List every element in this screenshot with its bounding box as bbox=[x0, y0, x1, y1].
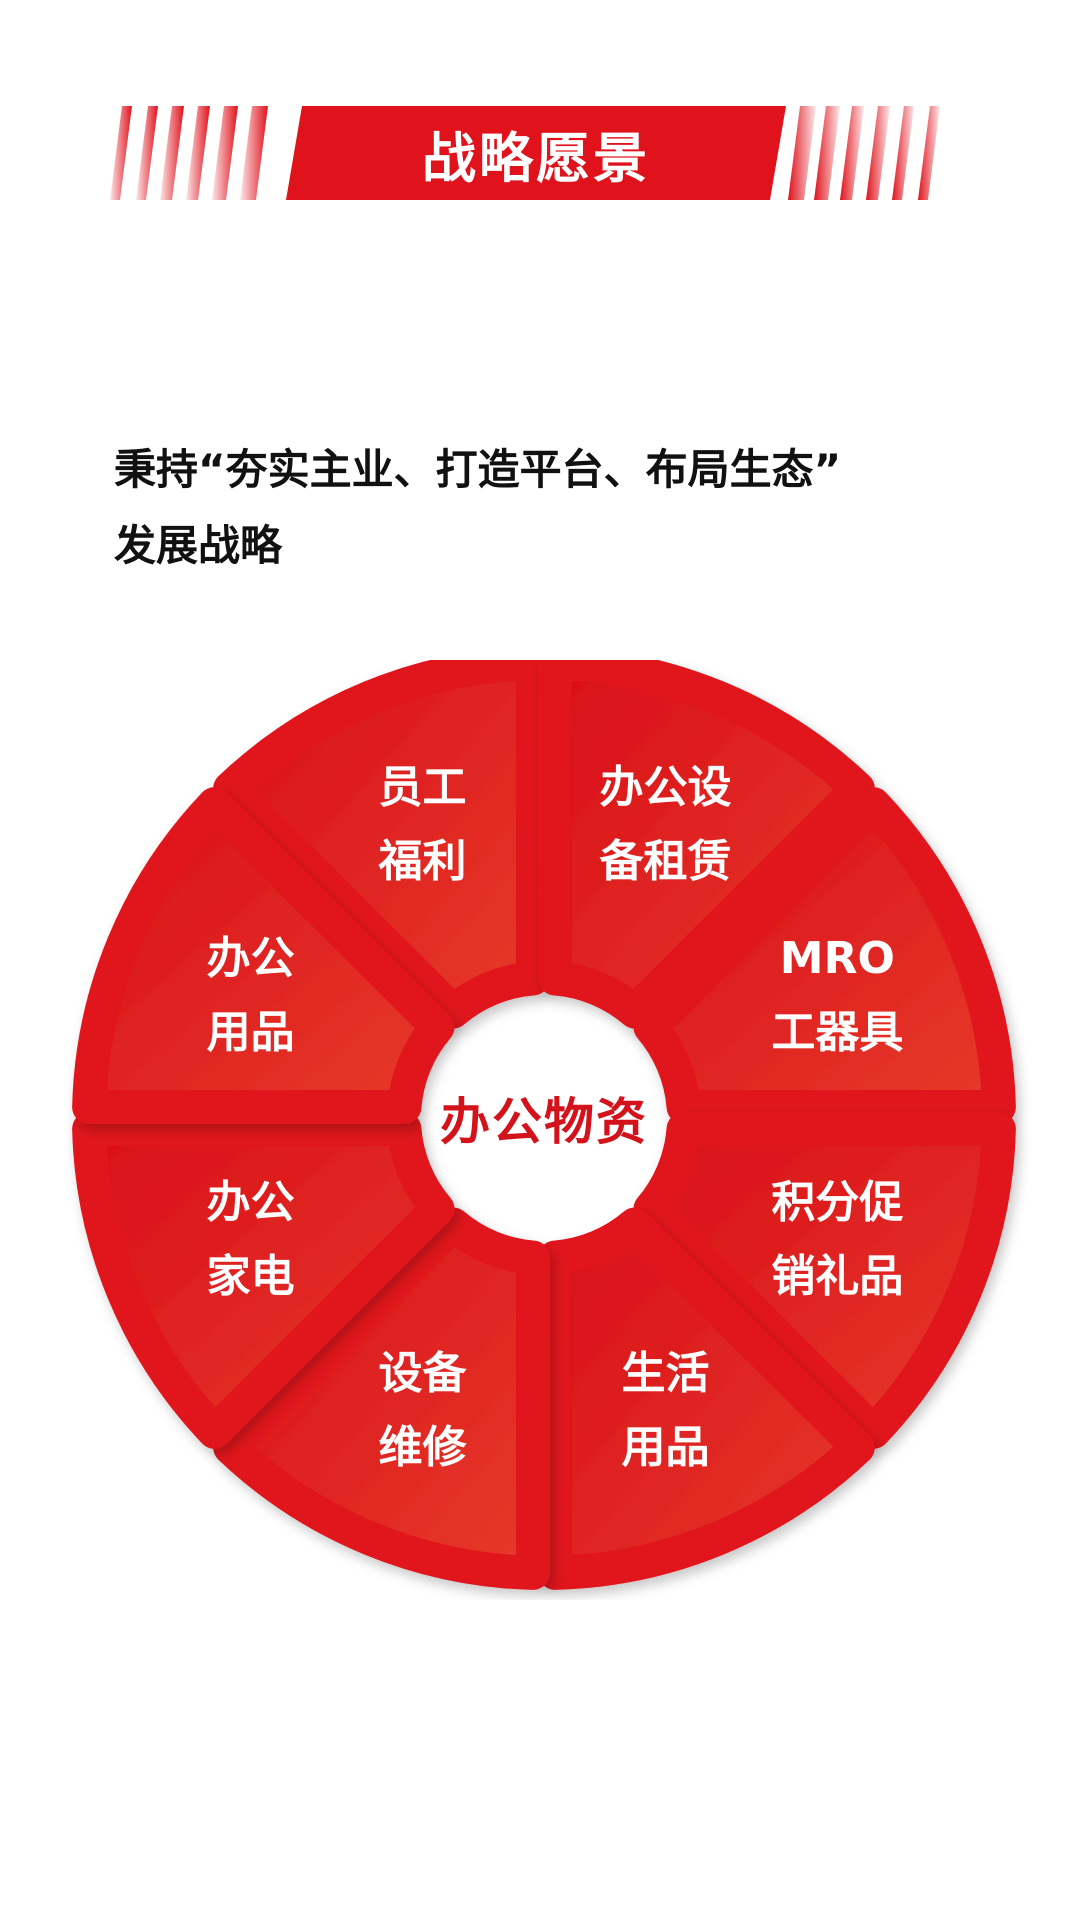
ring-segment bbox=[537, 1207, 875, 1590]
ring-segment bbox=[633, 787, 1016, 1125]
ring-segment bbox=[633, 1111, 1016, 1449]
ring-segment bbox=[72, 787, 455, 1125]
title-banner: 战略愿景 bbox=[286, 106, 786, 200]
strategy-statement: 秉持“夯实主业、打造平台、布局生态” 发展战略 bbox=[114, 432, 974, 584]
strategy-statement-line-2: 发展战略 bbox=[114, 521, 283, 570]
ring-segment bbox=[72, 1111, 455, 1449]
segment-label: 办公 家电 bbox=[206, 1176, 295, 1302]
center-label: 办公物资 bbox=[440, 1093, 648, 1151]
section-header: 战略愿景 bbox=[110, 106, 970, 200]
business-ring-diagram: 员工 福利 办公设 备租赁 MRO 工器具积分促 销礼品生活 用品 设备 维修办公 家… bbox=[0, 660, 1080, 1600]
ring-segments bbox=[72, 660, 1016, 1590]
ring-segment bbox=[537, 660, 875, 1029]
strategy-statement-line-1: 秉持“夯实主业、打造平台、布局生态” bbox=[114, 445, 842, 494]
ring-segment bbox=[213, 1207, 551, 1590]
ring-segment bbox=[213, 660, 551, 1029]
left-stripes-decoration bbox=[110, 106, 268, 200]
segment-label: 办公 用品 bbox=[206, 933, 295, 1059]
page-title: 战略愿景 bbox=[422, 126, 650, 190]
segment-label: 生活 用品 bbox=[621, 1348, 710, 1474]
right-stripes-decoration bbox=[788, 106, 940, 200]
segment-label: 员工 福利 bbox=[378, 761, 467, 887]
segment-label: 设备 维修 bbox=[378, 1348, 467, 1474]
segment-label: MRO 工器具 bbox=[771, 933, 904, 1059]
segment-label: 积分促 销礼品 bbox=[771, 1176, 904, 1302]
segment-label: 办公设 备租赁 bbox=[599, 761, 732, 887]
